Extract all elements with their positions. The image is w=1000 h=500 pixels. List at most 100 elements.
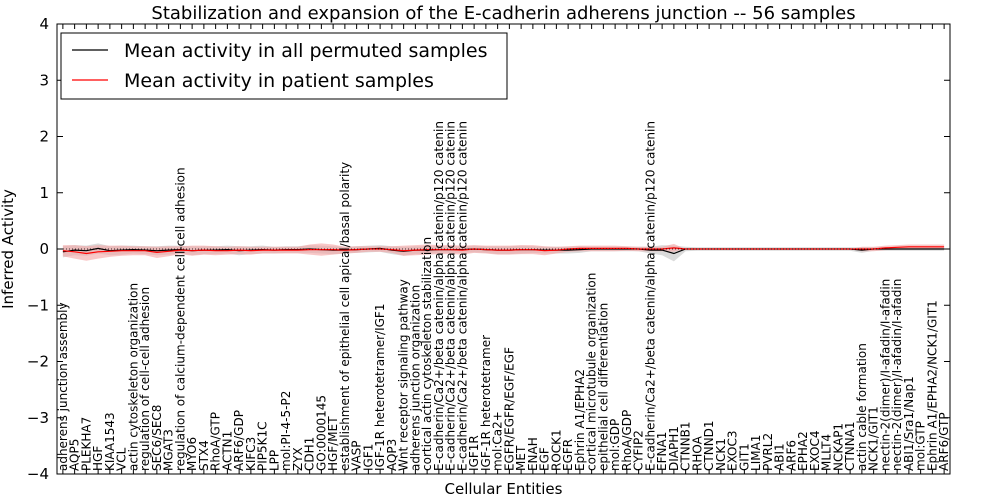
x-entity-label: Ephrin A1/EPHA2 — [573, 369, 587, 471]
x-axis-label: Cellular Entities — [445, 480, 563, 498]
x-entity-label: nectin-2(dimer)/I-afadin/I-afadin — [878, 279, 892, 471]
x-entity-label: PVRL2 — [761, 433, 775, 471]
x-entity-label: GIT1 — [737, 443, 751, 471]
y-tick-label: 3 — [39, 71, 49, 89]
y-tick-label: −1 — [27, 296, 49, 314]
x-entity-label: MLLT4 — [820, 434, 834, 471]
x-entity-label: PIP5K1C — [256, 421, 270, 471]
x-entity-label: E-cadherin/Ca2+/beta catenin/alpha caten… — [432, 121, 446, 471]
x-entity-label: NCK1/GIT1 — [867, 406, 881, 471]
y-tick-label: 4 — [39, 15, 49, 33]
x-entity-label: IGF-1R heterotetramer/IGF1 — [373, 304, 387, 471]
x-entity-label: KIAA1543 — [103, 412, 117, 471]
x-entity-label: CTNNB1 — [679, 421, 693, 471]
x-entity-label: MET — [514, 445, 528, 471]
x-entity-label: regulation of calcium-dependent cell-cel… — [173, 167, 187, 471]
x-entity-label: Wnt receptor signaling pathway — [397, 279, 411, 471]
legend-label-1: Mean activity in patient samples — [124, 70, 434, 92]
x-entity-label: VASP — [350, 440, 364, 471]
x-entity-label: ABI1/Sra1/Nap1 — [902, 376, 916, 471]
y-axis-label: Inferred Activity — [0, 189, 17, 309]
x-entity-label: mol:GDP — [608, 419, 622, 471]
x-entity-label: ENAH — [526, 437, 540, 471]
y-tick-label: 2 — [39, 128, 49, 146]
x-entity-label: STX4 — [197, 440, 211, 471]
x-entity-label: establishment of epithelial cell apical/… — [338, 162, 352, 471]
x-entity-label: actin cytoskeleton organization — [126, 283, 140, 471]
x-entity-label: E-cadherin/Ca2+/beta catenin/alpha caten… — [455, 121, 469, 471]
legend-box — [60, 32, 508, 100]
x-entity-label: actin cable formation — [855, 343, 869, 471]
x-axis-entity-labels: adherens junction assemblyAQP5PLEKHA7HGF… — [56, 121, 951, 471]
x-entity-label: ARF6/GTP — [937, 412, 951, 471]
x-entity-label: adherens junction assembly — [56, 302, 70, 471]
x-entity-label: MYO6 — [185, 437, 199, 471]
x-entity-label: SEC6/SEC8 — [150, 405, 164, 471]
series-1-band — [62, 243, 945, 261]
y-tick-label: −3 — [27, 409, 49, 427]
x-entity-label: ROCK1 — [549, 429, 563, 471]
x-entity-label: adherens junction organization — [408, 285, 422, 471]
plot-frame — [56, 23, 951, 475]
x-entity-label: CYFIP2 — [632, 430, 646, 471]
x-entity-label: EGF — [538, 447, 552, 471]
x-entity-label: GO:0000145 — [314, 395, 328, 471]
x-entity-label: EXOC3 — [726, 430, 740, 471]
legend: Mean activity in all permuted samplesMea… — [60, 32, 508, 100]
x-entity-label: RhoA/GTP — [209, 412, 223, 471]
x-entity-label: MGAT3 — [162, 429, 176, 471]
x-entity-label: ARF6/GDP — [232, 410, 246, 471]
y-tick-label: 1 — [39, 184, 49, 202]
x-entity-label: CTNND1 — [702, 420, 716, 471]
x-entity-label: E-cadherin/Ca2+/beta catenin/alpha caten… — [444, 121, 458, 471]
x-entity-label: IGF1R — [467, 435, 481, 471]
x-entity-label: DIAPH1 — [667, 426, 681, 471]
legend-label-0: Mean activity in all permuted samples — [124, 40, 487, 62]
x-entity-label: NCK1 — [714, 438, 728, 471]
x-entity-label: EXOC4 — [808, 431, 822, 472]
x-entity-label: ABI1 — [773, 443, 787, 471]
x-entity-label: CDH1 — [303, 437, 317, 471]
x-entity-label: cortical microtubule organization — [585, 273, 599, 471]
x-entity-label: PLEKHA7 — [79, 417, 93, 471]
x-entity-label: HGF/MET — [326, 416, 340, 471]
x-entity-label: AQP5 — [68, 439, 82, 471]
x-entity-label: HGF — [91, 446, 105, 471]
x-entity-label: ACTN1 — [220, 431, 234, 471]
x-entity-label: epithelial cell differentiation — [596, 303, 610, 471]
x-entity-label: LPP — [267, 450, 281, 471]
x-entity-label: CTNNA1 — [843, 421, 857, 471]
x-entity-label: IGF-1R heterotetramer — [479, 335, 493, 471]
x-entity-label: EGFR/EGFR/EGF/EGF — [502, 347, 516, 471]
x-entity-label: mol:Ca2+ — [491, 411, 505, 471]
x-entity-label: RHOA — [690, 435, 704, 471]
x-entity-label: nectin-2(dimer)/I-afadin/I-afadin — [890, 279, 904, 471]
x-entity-label: cortical actin cytoskeleton stabilizatio… — [420, 237, 434, 471]
x-entity-label: EFNA1 — [655, 432, 669, 471]
series-1-line — [62, 246, 945, 255]
x-entity-label: regulation of cell-cell adhesion — [138, 287, 152, 471]
chart-title: Stabilization and expansion of the E-cad… — [151, 3, 855, 24]
x-entity-label: Ephrin A1/EPHA2/NCK1/GIT1 — [925, 300, 939, 471]
x-entity-label: EGFR — [561, 439, 575, 471]
confidence-bands — [62, 243, 945, 262]
x-entity-label: mol:GTP — [914, 421, 928, 471]
x-entity-label: LIMA1 — [749, 435, 763, 471]
y-tick-label: −2 — [27, 353, 49, 371]
x-entity-label: KIFC3 — [244, 437, 258, 471]
x-entity-label: E-cadherin/Ca2+/beta catenin/alpha caten… — [643, 121, 657, 471]
x-entity-label: IGF1 — [361, 444, 375, 471]
x-entity-label: mol:PI-4-5-P2 — [279, 391, 293, 471]
x-entity-label: RhoA/GDP — [620, 410, 634, 471]
x-entity-label: ARF6 — [784, 440, 798, 471]
x-entity-label: EPHA2 — [796, 431, 810, 471]
x-axis-ticks — [62, 24, 945, 474]
x-entity-label: NCKAP1 — [831, 423, 845, 471]
series-lines — [62, 246, 945, 255]
x-entity-label: VCL — [115, 447, 129, 471]
x-entity-label: AQP3 — [385, 439, 399, 471]
x-entity-label: ZYX — [291, 447, 305, 471]
y-tick-label: −4 — [27, 465, 49, 483]
